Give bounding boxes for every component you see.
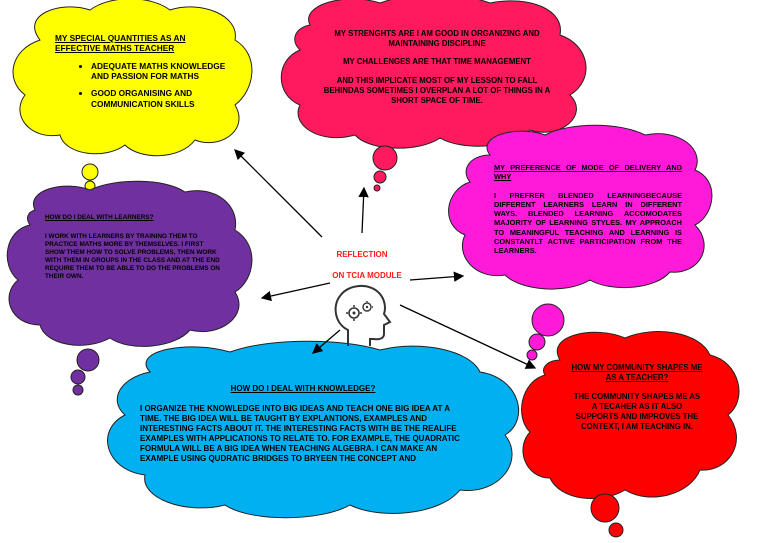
blue-cloud-title: HOW DO I DEAL WITH KNOWLEDGE?: [230, 384, 376, 393]
yellow-cloud-bullet-2: GOOD ORGANISING AND COMMUNICATION SKILLS: [91, 88, 231, 109]
magenta-cloud-shape: [448, 124, 713, 361]
purple-cloud: HOW DO I DEAL WITH LEARNERS? I WORK WITH…: [45, 214, 220, 281]
pink-cloud-strengths: MY STRENGHTS ARE I AM GOOD IN ORGANIZING…: [334, 29, 540, 48]
purple-cloud-shape: [6, 180, 253, 396]
magenta-cloud-body: I PREFRER BLENDED LEARNINGBECAUSE DIFFER…: [494, 190, 682, 256]
pink-cloud-shape: [280, 0, 587, 192]
center-title-line2: ON TCIA MODULE: [332, 271, 402, 280]
pink-cloud: MY STRENGHTS ARE I AM GOOD IN ORGANIZING…: [322, 29, 552, 105]
yellow-cloud-title: MY SPECIAL QUANTITIES AS AN EFFECTIVE MA…: [55, 33, 186, 54]
purple-cloud-title: HOW DO I DEAL WITH LEARNERS?: [45, 214, 154, 221]
purple-cloud-body: I WORK WITH LEARNERS BY TRAINING THEM TO…: [45, 233, 220, 280]
magenta-cloud-title: MY PREFERENCE OF MODE OF DELIVERY AND WH…: [494, 163, 682, 182]
red-cloud-shape: [521, 331, 740, 538]
connector-arrows: [234, 149, 537, 369]
yellow-cloud-bullet-1: ADEQUATE MATHS KNOWLEDGE AND PASSION FOR…: [91, 61, 231, 82]
yellow-cloud: MY SPECIAL QUANTITIES AS AN EFFECTIVE MA…: [55, 33, 225, 116]
blue-cloud-shape: [107, 340, 520, 519]
red-cloud: HOW MY COMMUNITY SHAPES ME AS A TEACHER?…: [567, 363, 707, 431]
pink-cloud-implication: AND THIS IMPLICATE MOST OF MY LESSON TO …: [323, 76, 551, 105]
red-cloud-body: THE COMMUNITY SHAPES ME AS A TECAHER AS …: [573, 392, 701, 431]
center-title-line1: REFLECTION: [336, 250, 388, 259]
red-cloud-title: HOW MY COMMUNITY SHAPES ME AS A TEACHER?: [571, 363, 703, 382]
pink-cloud-challenges: MY CHALLENGES ARE THAT TIME MANAGEMENT: [343, 57, 531, 67]
magenta-cloud: MY PREFERENCE OF MODE OF DELIVERY AND WH…: [494, 163, 682, 255]
blue-cloud: HOW DO I DEAL WITH KNOWLEDGE? I ORGANIZE…: [138, 384, 468, 464]
blue-cloud-body: I ORGANIZE THE KNOWLEDGE INTO BIG IDEAS …: [140, 404, 460, 463]
head-gears-icon: [334, 285, 392, 346]
